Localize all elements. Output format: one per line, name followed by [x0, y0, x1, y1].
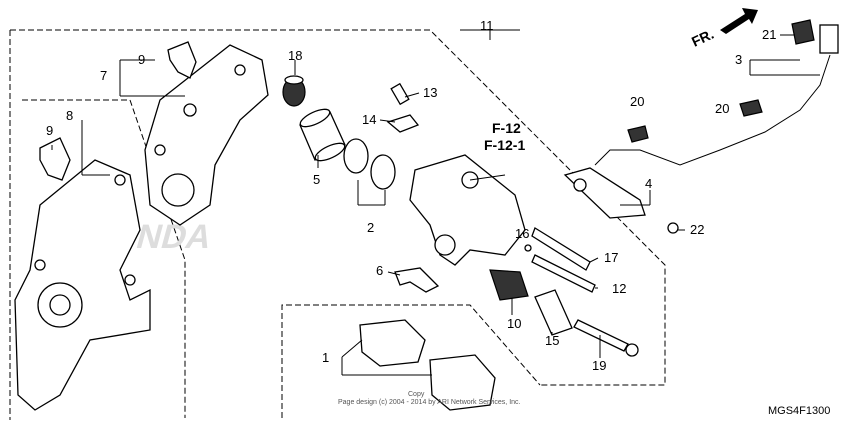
- wire-clip-21[interactable]: [791, 19, 815, 45]
- pin-boot-lower[interactable]: [489, 269, 529, 301]
- caliper-body[interactable]: [409, 154, 526, 266]
- wire-grommet-20a[interactable]: [627, 125, 649, 143]
- copyright-line-1: Copy: [408, 391, 425, 398]
- callout-17[interactable]: 17: [604, 250, 618, 265]
- speed-sensor[interactable]: [563, 167, 646, 219]
- wire-clip[interactable]: [386, 114, 420, 133]
- callout-10[interactable]: 10: [507, 316, 521, 331]
- sensor-connector[interactable]: [819, 24, 839, 54]
- ref-f12-1[interactable]: F-12-1: [484, 137, 525, 153]
- bolt-19[interactable]: [573, 319, 639, 357]
- pad-retainer[interactable]: [394, 267, 440, 293]
- callout-15[interactable]: 15: [545, 333, 559, 348]
- callout-11[interactable]: 11: [480, 18, 494, 33]
- callout-20-right[interactable]: 20: [715, 101, 729, 116]
- callout-19[interactable]: 19: [592, 358, 606, 373]
- callout-16[interactable]: 16: [515, 226, 529, 241]
- caliper-pin[interactable]: [531, 254, 596, 293]
- callout-13[interactable]: 13: [423, 85, 437, 100]
- caliper-group-frame: [9, 29, 666, 420]
- callout-9-lower[interactable]: 9: [46, 123, 53, 138]
- callout-7[interactable]: 7: [100, 68, 107, 83]
- sensor-wire: [594, 54, 831, 166]
- callout-1[interactable]: 1: [322, 350, 329, 365]
- front-direction-arrow: FR.: [689, 8, 758, 50]
- pad-group-frame: [281, 304, 541, 418]
- callout-8[interactable]: 8: [66, 108, 73, 123]
- brake-pad-inner[interactable]: [359, 319, 426, 367]
- callout-9-top[interactable]: 9: [138, 52, 145, 67]
- piston-seal-set[interactable]: [343, 138, 396, 190]
- sleeve[interactable]: [534, 289, 573, 336]
- brake-pad-outer[interactable]: [429, 354, 496, 411]
- piston[interactable]: [298, 106, 347, 164]
- callout-5[interactable]: 5: [313, 172, 320, 187]
- direction-label: FR.: [689, 26, 716, 50]
- callout-14[interactable]: 14: [362, 112, 376, 127]
- pin-boot[interactable]: [282, 75, 306, 107]
- callout-21[interactable]: 21: [762, 27, 776, 42]
- caliper-bracket[interactable]: [144, 44, 269, 226]
- caliper-bracket-lower[interactable]: [14, 159, 151, 411]
- callout-18[interactable]: 18: [288, 48, 302, 63]
- bolt-22[interactable]: [667, 222, 679, 234]
- diagram-code: MGS4F1300: [768, 405, 830, 417]
- slide-pin[interactable]: [531, 227, 591, 271]
- wire-grommet-20b[interactable]: [739, 99, 763, 117]
- callout-4[interactable]: 4: [645, 176, 652, 191]
- pad-spring-lower[interactable]: [39, 137, 71, 181]
- callout-3[interactable]: 3: [735, 52, 742, 67]
- callout-22[interactable]: 22: [690, 222, 704, 237]
- pad-spring-top[interactable]: [167, 41, 197, 79]
- ref-f12[interactable]: F-12: [492, 120, 521, 136]
- callout-12[interactable]: 12: [612, 281, 626, 296]
- o-ring-16[interactable]: [524, 244, 532, 252]
- bleeder-screw[interactable]: [390, 82, 410, 106]
- leader-lines: [51, 29, 820, 376]
- callout-20-top[interactable]: 20: [630, 94, 644, 109]
- callout-2[interactable]: 2: [367, 220, 374, 235]
- callout-6[interactable]: 6: [376, 263, 383, 278]
- copyright-line-2: Page design (c) 2004 - 2014 by ARI Netwo…: [338, 399, 521, 406]
